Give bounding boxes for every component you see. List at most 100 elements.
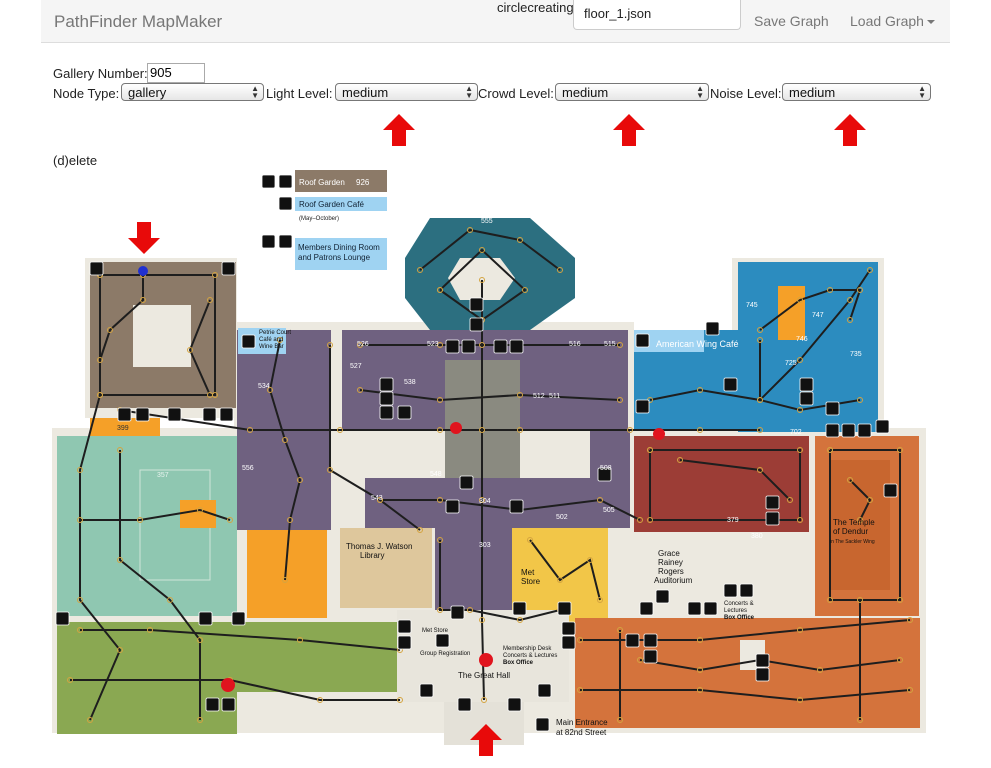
graph-node[interactable] <box>697 667 703 673</box>
graph-node[interactable] <box>437 342 443 348</box>
graph-node[interactable] <box>437 397 443 403</box>
graph-node[interactable] <box>287 517 293 523</box>
graph-nodes[interactable] <box>67 227 913 723</box>
graph-node[interactable] <box>77 627 83 633</box>
graph-node[interactable] <box>77 517 83 523</box>
graph-node[interactable] <box>907 687 913 693</box>
graph-node[interactable] <box>207 297 213 303</box>
graph-node[interactable] <box>867 267 873 273</box>
graph-node[interactable] <box>797 627 803 633</box>
graph-node[interactable] <box>437 497 443 503</box>
graph-node[interactable] <box>107 327 113 333</box>
graph-node[interactable] <box>697 687 703 693</box>
graph-node[interactable] <box>857 597 863 603</box>
selected-node-marker[interactable] <box>138 266 148 276</box>
red-node-marker[interactable] <box>221 678 235 692</box>
graph-node[interactable] <box>617 717 623 723</box>
graph-node[interactable] <box>317 697 323 703</box>
graph-node[interactable] <box>479 247 485 253</box>
graph-node[interactable] <box>617 627 623 633</box>
graph-node[interactable] <box>479 617 485 623</box>
graph-node[interactable] <box>467 607 473 613</box>
graph-node[interactable] <box>757 327 763 333</box>
graph-node[interactable] <box>857 287 863 293</box>
graph-node[interactable] <box>187 347 193 353</box>
graph-node[interactable] <box>377 497 383 503</box>
graph-node[interactable] <box>197 507 203 513</box>
graph-node[interactable] <box>357 342 363 348</box>
graph-node[interactable] <box>797 297 803 303</box>
graph-node[interactable] <box>867 497 873 503</box>
filename-input[interactable]: floor_1.json <box>573 0 741 30</box>
graph-node[interactable] <box>77 467 83 473</box>
graph-node[interactable] <box>227 517 233 523</box>
graph-node[interactable] <box>857 397 863 403</box>
graph-node[interactable] <box>697 387 703 393</box>
graph-node[interactable] <box>847 477 853 483</box>
graph-node[interactable] <box>627 427 633 433</box>
graph-node[interactable] <box>327 342 333 348</box>
graph-node[interactable] <box>857 517 863 523</box>
graph-node[interactable] <box>897 597 903 603</box>
graph-node[interactable] <box>757 397 763 403</box>
graph-node[interactable] <box>637 517 643 523</box>
graph-node[interactable] <box>140 297 146 303</box>
load-graph-dropdown[interactable]: Load Graph <box>850 13 935 29</box>
graph-node[interactable] <box>479 497 485 503</box>
graph-node[interactable] <box>517 427 523 433</box>
graph-node[interactable] <box>437 427 443 433</box>
graph-node[interactable] <box>87 717 93 723</box>
graph-node[interactable] <box>197 717 203 723</box>
graph-node[interactable] <box>827 287 833 293</box>
graph-node[interactable] <box>797 447 803 453</box>
graph-node[interactable] <box>577 637 583 643</box>
graph-node[interactable] <box>827 597 833 603</box>
graph-node[interactable] <box>247 427 253 433</box>
graph-node[interactable] <box>337 427 343 433</box>
gallery-number-input[interactable]: 905 <box>147 63 205 83</box>
graph-node[interactable] <box>97 357 103 363</box>
graph-node[interactable] <box>481 697 487 703</box>
graph-node[interactable] <box>77 597 83 603</box>
graph-node[interactable] <box>897 447 903 453</box>
graph-node[interactable] <box>437 537 443 543</box>
graph-node[interactable] <box>857 717 863 723</box>
node-type-select[interactable]: gallery▲▼ <box>121 83 264 101</box>
graph-node[interactable] <box>757 427 763 433</box>
graph-node[interactable] <box>637 657 643 663</box>
graph-node[interactable] <box>647 447 653 453</box>
graph-node[interactable] <box>522 287 528 293</box>
graph-node[interactable] <box>282 437 288 443</box>
graph-node[interactable] <box>167 597 173 603</box>
graph-node[interactable] <box>757 337 763 343</box>
graph-node[interactable] <box>117 447 123 453</box>
graph-node[interactable] <box>397 697 403 703</box>
graph-node[interactable] <box>587 557 593 563</box>
graph-node[interactable] <box>617 397 623 403</box>
graph-node[interactable] <box>137 517 143 523</box>
graph-node[interactable] <box>267 387 273 393</box>
graph-node[interactable] <box>817 667 823 673</box>
graph-node[interactable] <box>597 497 603 503</box>
graph-node[interactable] <box>357 387 363 393</box>
graph-node[interactable] <box>827 447 833 453</box>
graph-node[interactable] <box>597 597 603 603</box>
graph-node[interactable] <box>797 407 803 413</box>
app-brand[interactable]: PathFinder MapMaker <box>54 12 223 31</box>
graph-node[interactable] <box>787 497 793 503</box>
graph-node[interactable] <box>297 637 303 643</box>
graph-node[interactable] <box>327 467 333 473</box>
graph-node[interactable] <box>577 687 583 693</box>
graph-node[interactable] <box>277 337 283 343</box>
graph-node[interactable] <box>757 467 763 473</box>
graph-node[interactable] <box>897 657 903 663</box>
graph-node[interactable] <box>117 557 123 563</box>
graph-node[interactable] <box>797 697 803 703</box>
graph-node[interactable] <box>197 637 203 643</box>
graph-node[interactable] <box>517 617 523 623</box>
graph-node[interactable] <box>557 267 563 273</box>
graph-node[interactable] <box>479 342 485 348</box>
graph-node[interactable] <box>697 427 703 433</box>
graph-node[interactable] <box>557 577 563 583</box>
